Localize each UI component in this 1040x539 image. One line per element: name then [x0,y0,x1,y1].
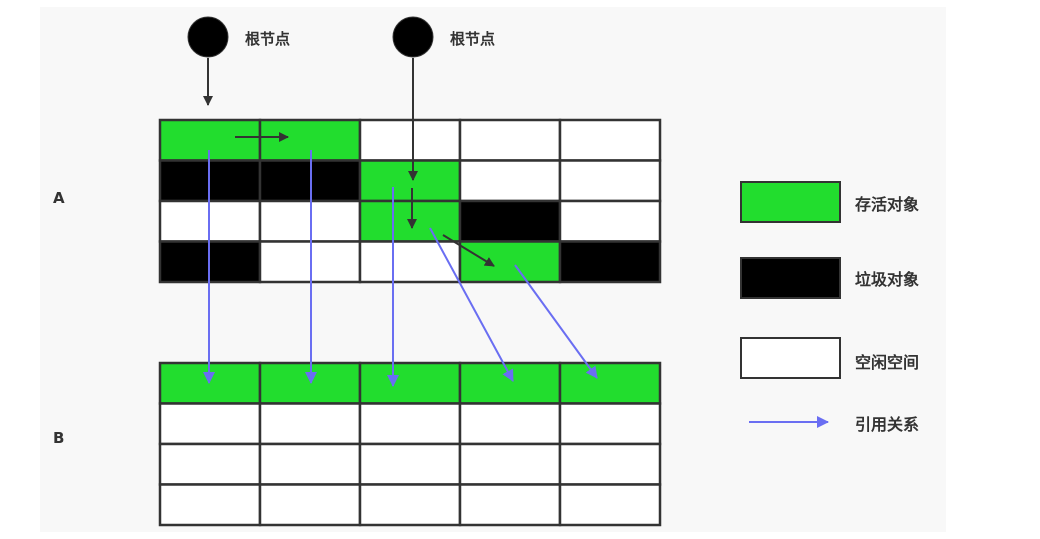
root-nodes: 根节点 根节点 [187,16,495,58]
root-node-label: 根节点 [450,30,495,48]
reference-arrow-icon [442,234,495,267]
region-a-cell-free [358,240,462,284]
region-b-cell-free [358,483,462,527]
region-a-cell-free [558,199,662,243]
memory-region-a [158,118,662,284]
region-b-label: B [53,429,64,447]
region-b-cell-free [558,402,662,446]
copy-arrow-icon [514,264,598,379]
root-node-icon [187,16,229,58]
root-node-label: 根节点 [245,30,290,48]
region-b-cell-free [158,483,262,527]
region-a-cell-garbage [458,199,562,243]
region-b-cell-free [458,483,562,527]
region-a-label: A [53,189,65,207]
region-a-cell-free [358,118,462,162]
region-b-cell-free [558,442,662,486]
region-b-cell-free [458,402,562,446]
region-a-cell-free [458,159,562,203]
region-b-cell-live [458,361,562,405]
region-b-cell-free [158,442,262,486]
legend-garbage-label: 垃圾对象 [855,270,919,289]
region-b-cell-free [258,402,362,446]
region-b-cell-live [358,361,462,405]
legend-reference-label: 引用关系 [855,415,919,434]
region-a-cell-live [458,240,562,284]
region-b-cell-free [158,402,262,446]
region-a-cell-live [358,159,462,203]
memory-region-b [158,361,662,527]
root-node-icon [392,16,434,58]
region-a-cell-free [558,159,662,203]
copy-arrow-icon [429,227,514,382]
legend-garbage-swatch [740,257,841,299]
legend-live-label: 存活对象 [855,195,919,214]
legend-free-label: 空闲空间 [855,353,919,372]
region-b-cell-free [458,442,562,486]
legend-live-swatch [740,181,841,223]
legend: 存活对象 垃圾对象 空闲空间 引用关系 [740,181,919,434]
region-a-cell-free [458,118,562,162]
region-b-cell-free [358,442,462,486]
region-a-cell-garbage [558,240,662,284]
copy-arrows [203,150,598,387]
region-b-cell-free [258,442,362,486]
region-b-cell-free [258,483,362,527]
region-b-cell-free [558,483,662,527]
region-b-cell-free [358,402,462,446]
region-a-cell-free [558,118,662,162]
legend-free-swatch [740,337,841,379]
reference-arrows [203,58,495,267]
region-b-cell-live [558,361,662,405]
